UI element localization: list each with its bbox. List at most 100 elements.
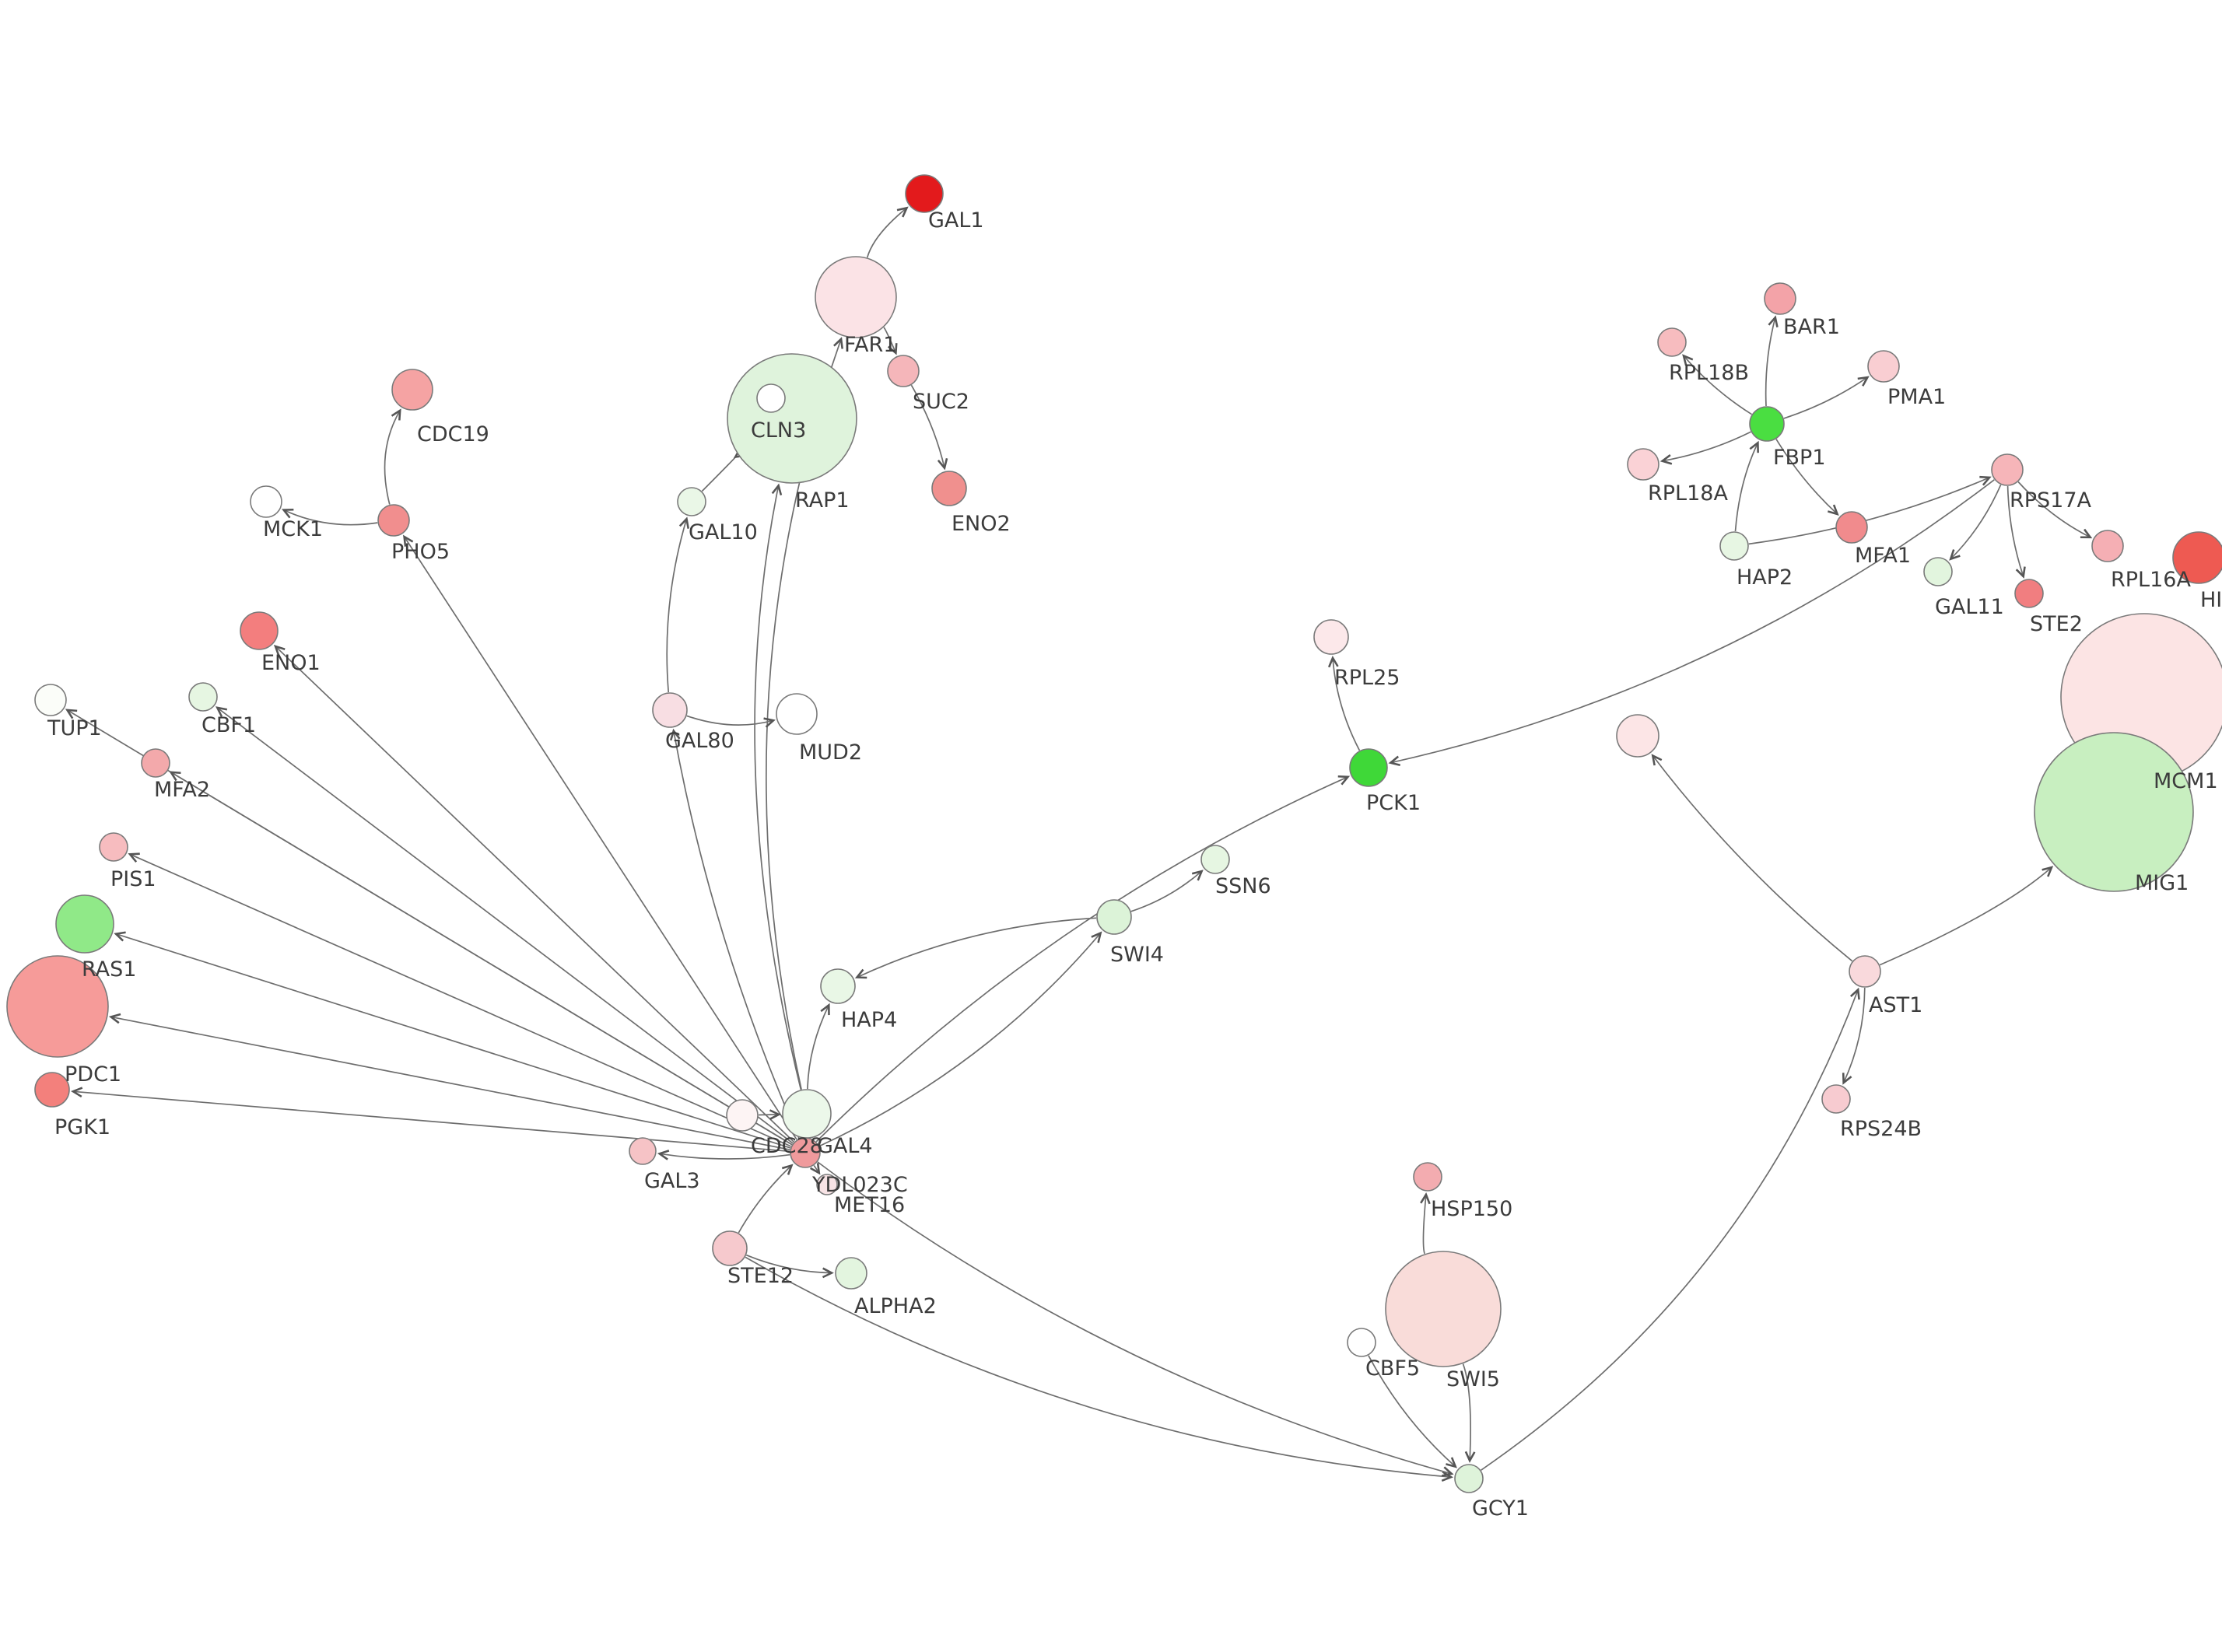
node-MCK1[interactable] — [250, 485, 282, 518]
edge-GAL4-GCY1[interactable] — [817, 1161, 1454, 1477]
node-STE2[interactable] — [2014, 579, 2044, 608]
node-AST1[interactable] — [1849, 955, 1881, 988]
edge-FBP1-MFA1[interactable] — [1775, 439, 1839, 516]
node-STE12[interactable] — [712, 1230, 748, 1266]
edge-PCK1-RPL25[interactable] — [1327, 656, 1361, 751]
edge-HAP2-FBP1[interactable] — [1734, 440, 1759, 532]
node-TUP1[interactable] — [34, 684, 67, 716]
edge-HAP2-RPS17A[interactable] — [1748, 475, 1992, 545]
edge-SWI5-GCY1[interactable] — [1462, 1363, 1476, 1463]
edge-GAL4-ENO1[interactable] — [273, 645, 795, 1143]
node-RPS17A[interactable] — [1991, 453, 2024, 486]
node-node1[interactable] — [1616, 714, 1659, 758]
edge-FBP1-RPL18A[interactable] — [1659, 431, 1751, 465]
edge-GAL80-MUD2[interactable] — [686, 715, 776, 728]
edge-GAL4-PGK1[interactable] — [71, 1087, 790, 1153]
node-RPL18A[interactable] — [1627, 448, 1659, 481]
node-SSN6[interactable] — [1200, 845, 1230, 874]
edge-RPS17A-PCK1[interactable] — [1388, 479, 1995, 767]
node-PCK1[interactable] — [1349, 748, 1388, 787]
node-ENO1[interactable] — [240, 611, 279, 650]
node-GAL11[interactable] — [1923, 557, 1953, 586]
node-RAS1[interactable] — [55, 894, 114, 954]
edge-GCY1-AST1[interactable] — [1481, 987, 1860, 1471]
node-FAR1[interactable] — [815, 256, 897, 338]
edge-GAL4-MET16[interactable] — [810, 1163, 821, 1175]
edge-FAR1-GAL1[interactable] — [866, 206, 909, 258]
edge-SWI5-HSP150[interactable] — [1420, 1192, 1431, 1255]
edge-GAL4-PIS1[interactable] — [128, 852, 792, 1147]
node-RPL18B[interactable] — [1657, 327, 1687, 357]
node-ALPHA2[interactable] — [835, 1257, 867, 1290]
edge-RPS17A-RPL16A[interactable] — [2017, 481, 2093, 539]
node-GAL3[interactable] — [629, 1137, 657, 1165]
node-GAL1[interactable] — [905, 174, 944, 213]
node-SWI5[interactable] — [1385, 1251, 1502, 1367]
edge-GAL80-GAL10[interactable] — [666, 516, 689, 693]
edge-GAL4-SWI4[interactable] — [818, 931, 1102, 1147]
edge-AST1-MIG1[interactable] — [1879, 866, 2054, 966]
edge-CDC28-HAP4[interactable] — [807, 1003, 830, 1090]
node-YDL023C[interactable] — [726, 1099, 759, 1132]
node-HSP150[interactable] — [1413, 1162, 1442, 1192]
node-CBF5[interactable] — [1347, 1328, 1376, 1357]
node-HIS4[interactable] — [2172, 531, 2222, 584]
node-GCY1[interactable] — [1454, 1464, 1484, 1493]
edge-SWI4-SSN6[interactable] — [1130, 870, 1204, 912]
node-HAP2[interactable] — [1719, 531, 1749, 561]
edge-AST1-RPS24B[interactable] — [1842, 987, 1866, 1085]
edge-CDC28-CLN3[interactable] — [754, 483, 802, 1090]
node-RAP1[interactable] — [756, 383, 786, 413]
node-CBF1[interactable] — [188, 682, 218, 712]
node-PDC1[interactable] — [6, 955, 109, 1058]
edge-GAL4-MFA2[interactable] — [169, 771, 793, 1146]
node-PMA1[interactable] — [1867, 350, 1900, 383]
node-CDC19[interactable] — [391, 369, 433, 411]
node-GAL4[interactable] — [790, 1137, 821, 1168]
edge-CBF5-GCY1[interactable] — [1368, 1355, 1457, 1468]
edge-PHO5-MCK1[interactable] — [281, 508, 378, 526]
node-FBP1[interactable] — [1749, 406, 1785, 442]
edge-FAR1-SUC2[interactable] — [883, 327, 898, 355]
node-SUC2[interactable] — [887, 355, 920, 387]
node-PHO5[interactable] — [377, 504, 410, 537]
edge-GAL10-CLN3[interactable] — [701, 447, 746, 492]
node-CDC28[interactable] — [782, 1089, 832, 1139]
edge-GAL4-PDC1[interactable] — [108, 1013, 790, 1151]
edge-GAL4-PHO5[interactable] — [403, 534, 797, 1140]
edge-GAL4-GAL3[interactable] — [657, 1150, 790, 1160]
node-RPS24B[interactable] — [1821, 1084, 1851, 1114]
edge-RPS17A-GAL11[interactable] — [1949, 484, 2002, 561]
edge-AST1-node1[interactable] — [1651, 754, 1853, 962]
node-GAL80[interactable] — [652, 692, 688, 728]
edge-STE12-ALPHA2[interactable] — [745, 1254, 834, 1279]
node-GAL10[interactable] — [677, 487, 706, 516]
edge-STE12-GAL4[interactable] — [738, 1164, 794, 1234]
node-MFA2[interactable] — [141, 748, 170, 778]
edge-GAL4-CBF1[interactable] — [216, 706, 794, 1144]
edge-FBP1-BAR1[interactable] — [1765, 315, 1779, 407]
edge-GAL4-PCK1[interactable] — [815, 775, 1351, 1143]
edge-FBP1-RPL18B[interactable] — [1682, 354, 1752, 415]
edge-GAL4-GAL80[interactable] — [669, 728, 800, 1139]
node-CLN3[interactable] — [727, 353, 857, 484]
node-SWI4[interactable] — [1096, 899, 1132, 935]
node-ENO2[interactable] — [931, 471, 967, 506]
node-PIS1[interactable] — [99, 832, 128, 862]
edge-GAL4-RAS1[interactable] — [114, 931, 791, 1149]
node-MFA1[interactable] — [1835, 511, 1868, 544]
node-MIG1[interactable] — [2034, 732, 2194, 892]
edge-SWI4-HAP4[interactable] — [854, 917, 1097, 979]
edge-RPS17A-STE2[interactable] — [2006, 485, 2026, 579]
edge-PHO5-CDC19[interactable] — [384, 408, 401, 505]
edge-STE12-GCY1[interactable] — [745, 1256, 1453, 1482]
edge-SUC2-ENO2[interactable] — [910, 384, 948, 471]
node-RPL25[interactable] — [1313, 619, 1349, 655]
edge-FBP1-PMA1[interactable] — [1783, 376, 1870, 419]
node-HAP4[interactable] — [820, 968, 856, 1004]
node-RPL16A[interactable] — [2091, 530, 2124, 562]
node-MET16[interactable] — [816, 1174, 838, 1195]
node-BAR1[interactable] — [1764, 282, 1796, 315]
node-PGK1[interactable] — [34, 1072, 70, 1108]
